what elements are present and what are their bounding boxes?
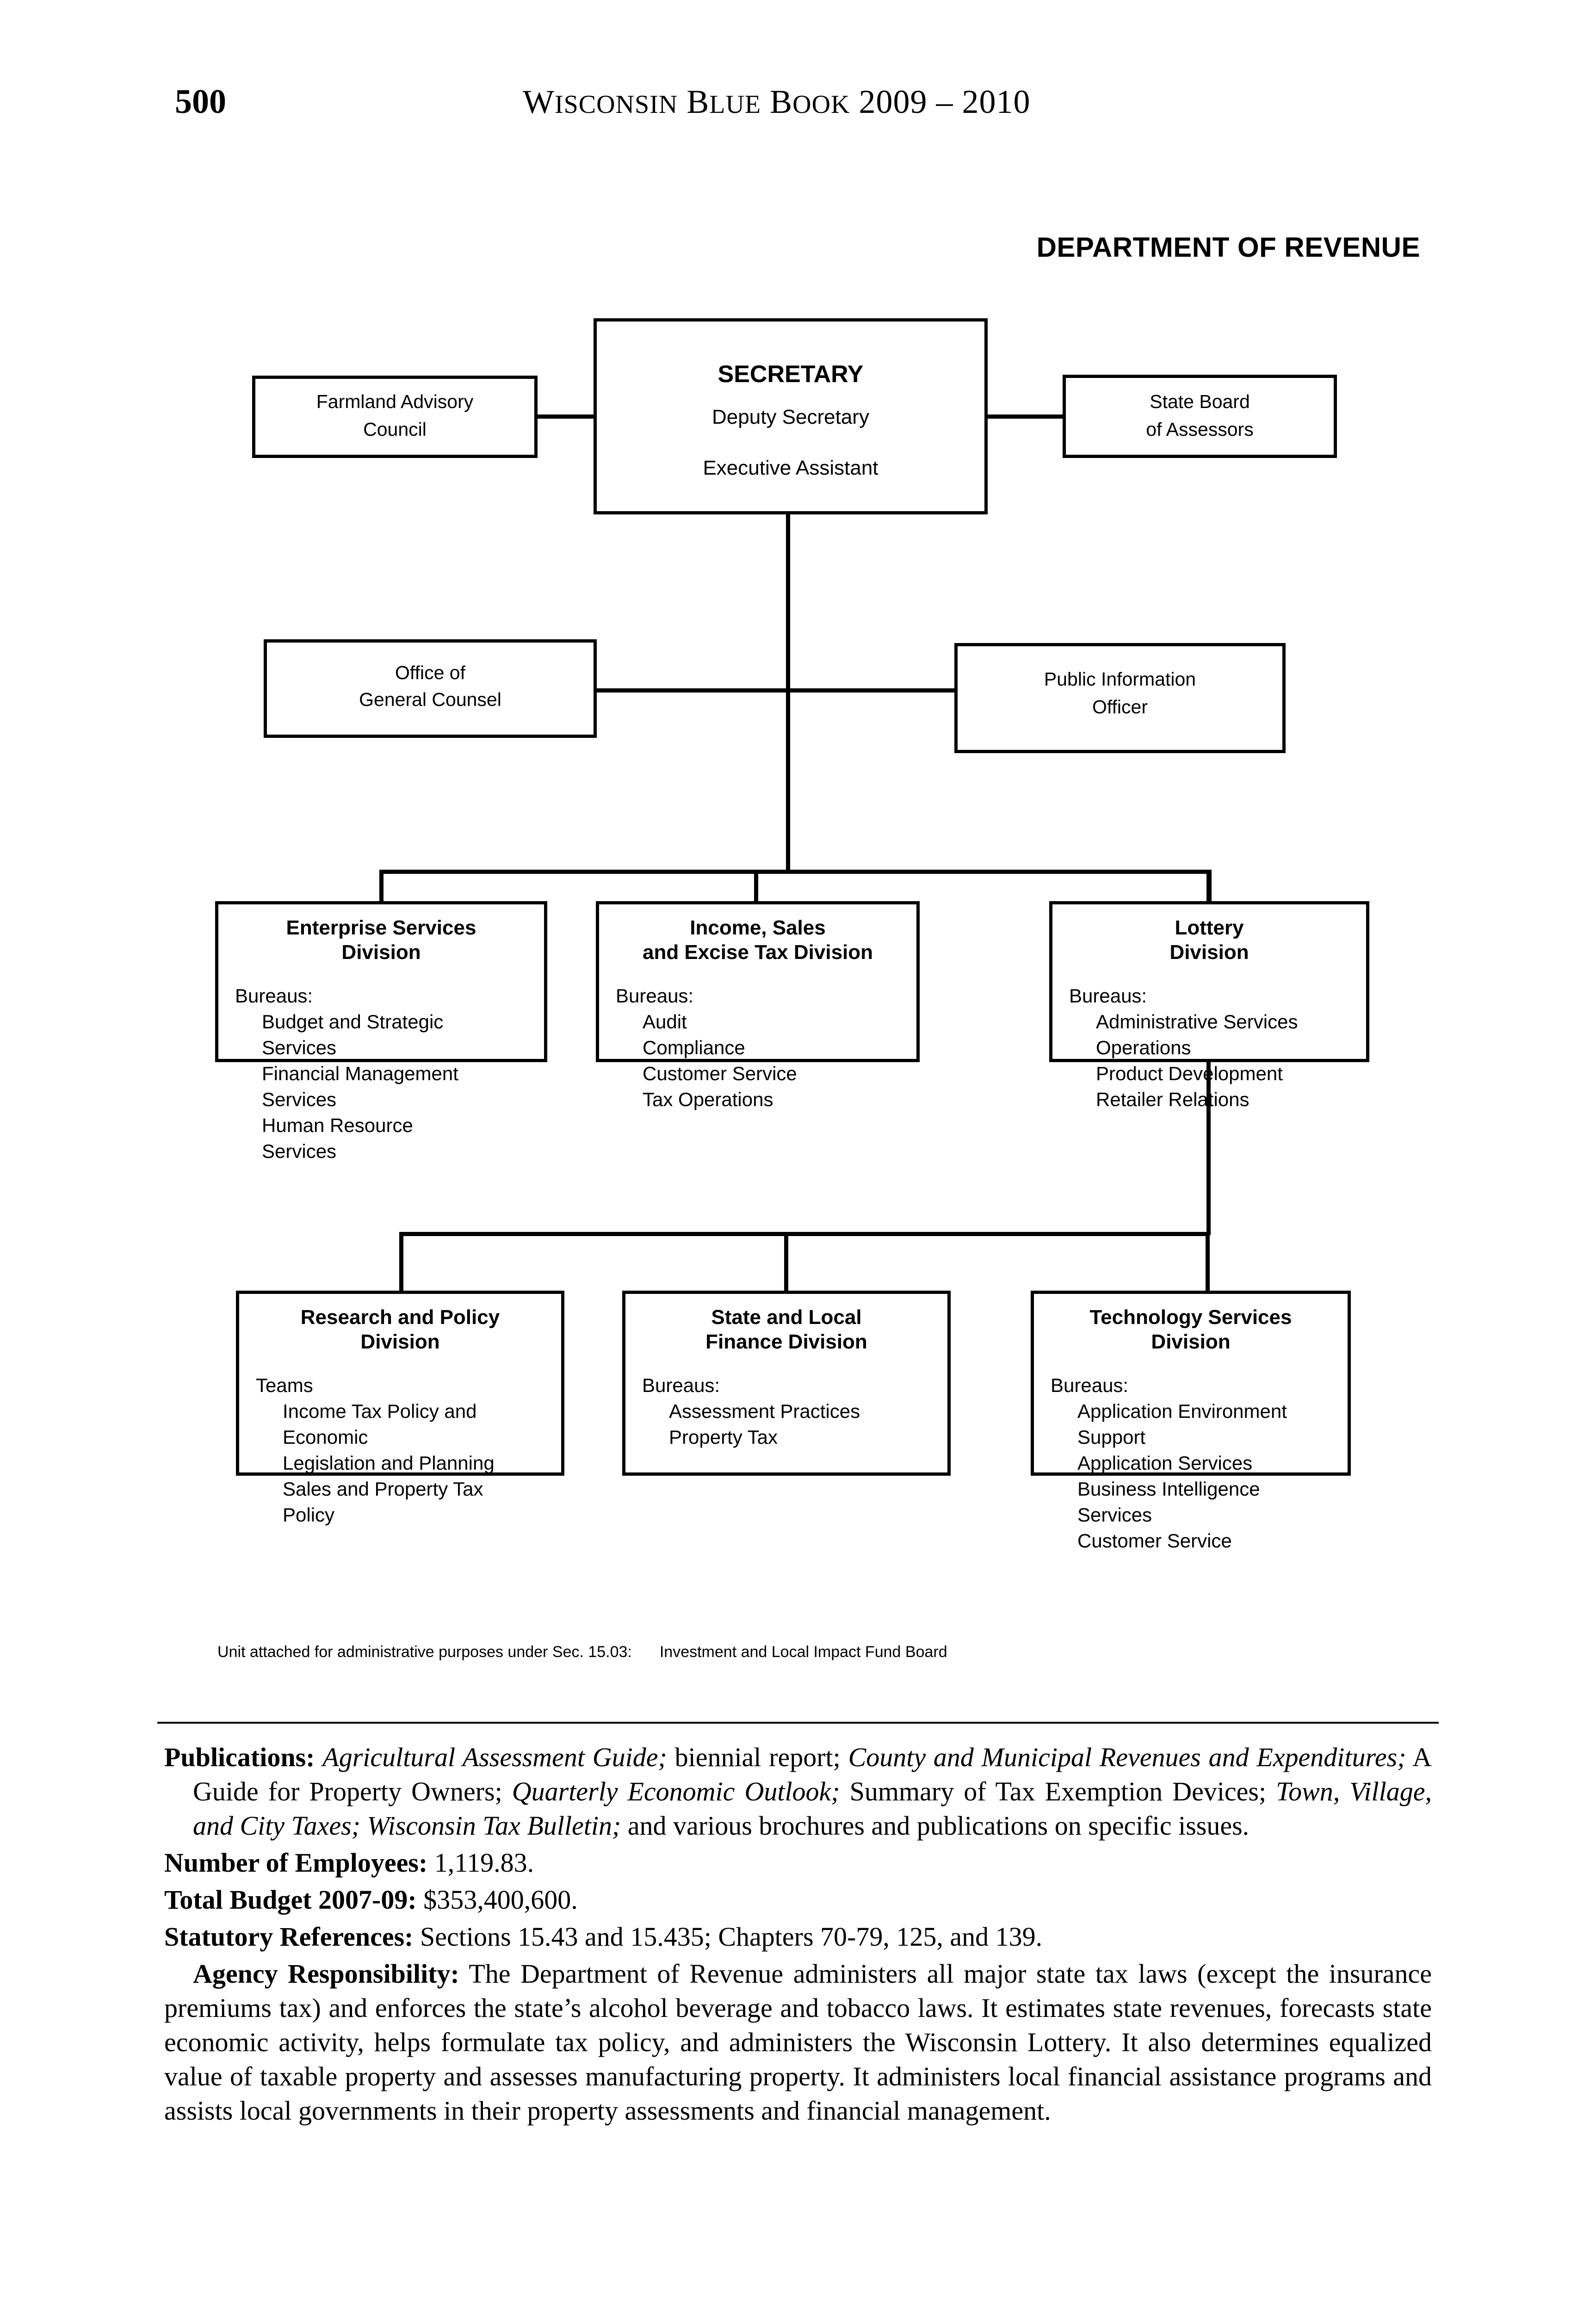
responsibility-value: The Department of Revenue administers al…	[164, 1959, 1432, 2126]
farmland-council-line2: Council	[363, 419, 427, 440]
technology-group-label: Bureaus:	[1051, 1374, 1129, 1396]
general-counsel-line1: Office of	[395, 662, 465, 683]
book-title-text: WISCONSIN BLUE BOOK 2009 – 2010	[523, 83, 1031, 120]
income-group-label: Bureaus:	[616, 985, 694, 1007]
technology-bureau-list: Application Environment Support Applicat…	[1077, 1400, 1287, 1552]
publications-i2: County and Municipal Revenues and Expend…	[848, 1742, 1406, 1772]
chart-footnote: Unit attached for administrative purpose…	[217, 1643, 947, 1661]
deputy-secretary-label: Deputy Secretary	[712, 406, 869, 428]
bus-divisions-bottom	[399, 1232, 1210, 1236]
public-information-line2: Officer	[1092, 696, 1148, 717]
enterprise-group-label: Bureaus:	[235, 985, 313, 1007]
body-divider-rule	[157, 1722, 1439, 1724]
research-group-label: Teams	[256, 1374, 313, 1396]
publications-i1: Agricultural Assessment Guide;	[322, 1742, 667, 1772]
research-team-list: Income Tax Policy and Economic Legislati…	[283, 1400, 495, 1526]
finance-division-title: State and Local Finance Division	[705, 1306, 867, 1353]
organization-chart: DEPARTMENT OF REVENUE SECRETARY Deputy S…	[215, 232, 1420, 1661]
drop-income	[754, 870, 758, 903]
publications-t1	[315, 1742, 323, 1772]
public-information-line1: Public Information	[1044, 668, 1196, 690]
box-public-information-officer[interactable]: Public Information Officer	[954, 643, 1286, 753]
publications-i4: Town, Village, and City Taxes; Wisconsin…	[193, 1776, 1432, 1841]
box-research-and-policy-division[interactable]: Research and Policy Division Teams Incom…	[236, 1291, 564, 1526]
paragraph-budget: Total Budget 2007-09: $353,400,600.	[164, 1883, 1432, 1917]
paragraph-employees: Number of Employees: 1,119.83.	[164, 1846, 1432, 1880]
state-board-line2: of Assessors	[1146, 419, 1254, 440]
body-copy: Publications: Agricultural Assessment Gu…	[164, 1740, 1432, 2131]
page-number: 500	[175, 83, 226, 121]
publications-t4: Summary of Tax Exemption Devices;	[840, 1776, 1276, 1806]
connector-secretary-to-assessors	[985, 414, 1066, 419]
statutory-label: Statutory References:	[164, 1922, 414, 1952]
lottery-division-title: Lottery Division	[1169, 916, 1249, 964]
box-farmland-advisory-council[interactable]: Farmland Advisory Council	[252, 376, 538, 458]
drop-enterprise	[379, 870, 384, 903]
budget-label: Total Budget 2007-09:	[164, 1885, 417, 1915]
paragraph-publications: Publications: Agricultural Assessment Gu…	[164, 1740, 1432, 1843]
publications-label: Publications:	[164, 1742, 315, 1772]
drop-lottery	[1207, 870, 1212, 903]
lottery-group-label: Bureaus:	[1069, 985, 1147, 1007]
research-division-title: Research and Policy Division	[300, 1306, 500, 1353]
publications-i3: Quarterly Economic Outlook;	[512, 1776, 840, 1806]
paragraph-responsibility: Agency Responsibility: The Department of…	[164, 1957, 1432, 2128]
lottery-bureau-list: Administrative Services Operations Produ…	[1096, 1011, 1298, 1110]
enterprise-division-title: Enterprise Services Division	[286, 916, 476, 964]
box-secretary[interactable]: SECRETARY Deputy Secretary Executive Ass…	[594, 318, 988, 514]
box-enterprise-services-division[interactable]: Enterprise Services Division Bureaus: Bu…	[215, 901, 547, 1162]
statutory-value: Sections 15.43 and 15.435; Chapters 70-7…	[413, 1922, 1043, 1952]
general-counsel-line2: General Counsel	[359, 689, 501, 710]
state-board-line1: State Board	[1150, 391, 1250, 412]
box-office-of-general-counsel[interactable]: Office of General Counsel	[264, 639, 597, 738]
enterprise-bureau-list: Budget and Strategic Services Financial …	[262, 1011, 458, 1162]
drop-finance	[784, 1232, 788, 1293]
employees-label: Number of Employees:	[164, 1848, 428, 1878]
connector-counsel-to-spine	[594, 688, 788, 693]
drop-research	[399, 1232, 403, 1293]
connector-spine-to-pio	[786, 688, 957, 693]
technology-division-title: Technology Services Division	[1089, 1306, 1292, 1353]
executive-assistant-label: Executive Assistant	[703, 457, 878, 479]
footnote-label: Unit attached for administrative purpose…	[217, 1643, 632, 1661]
publications-t5: and various brochures and publications o…	[621, 1811, 1250, 1841]
bus-divisions-top	[379, 870, 1210, 874]
income-division-title: Income, Sales and Excise Tax Division	[642, 916, 873, 964]
box-state-and-local-finance-division[interactable]: State and Local Finance Division Bureaus…	[622, 1291, 951, 1476]
responsibility-label: Agency Responsibility:	[193, 1959, 459, 1989]
employees-value: 1,119.83.	[427, 1848, 534, 1878]
paragraph-statutory: Statutory References: Sections 15.43 and…	[164, 1920, 1432, 1954]
finance-group-label: Bureaus:	[642, 1374, 720, 1396]
publications-t3: A Guide for Property Owners;	[193, 1742, 1432, 1806]
box-income-sales-excise-tax-division[interactable]: Income, Sales and Excise Tax Division Bu…	[596, 901, 920, 1110]
drop-technology	[1206, 1232, 1210, 1293]
finance-bureau-list: Assessment Practices Property Tax	[669, 1400, 860, 1448]
farmland-council-line1: Farmland Advisory	[316, 391, 474, 412]
box-technology-services-division[interactable]: Technology Services Division Bureaus: Ap…	[1031, 1291, 1351, 1552]
secretary-title: SECRETARY	[718, 361, 864, 388]
box-lottery-division[interactable]: Lottery Division Bureaus: Administrative…	[1049, 901, 1369, 1110]
running-head: 500 WISCONSIN BLUE BOOK 2009 – 2010	[0, 81, 1596, 123]
department-title: DEPARTMENT OF REVENUE	[1036, 232, 1420, 263]
book-title: WISCONSIN BLUE BOOK 2009 – 2010	[523, 81, 1030, 125]
income-bureau-list: Audit Compliance Customer Service Tax Op…	[643, 1011, 797, 1110]
connector-farmland-to-secretary	[534, 414, 597, 419]
publications-t2: biennial report;	[667, 1742, 848, 1772]
budget-value: $353,400,600.	[416, 1885, 578, 1915]
footnote-value: Investment and Local Impact Fund Board	[659, 1643, 947, 1661]
box-state-board-of-assessors[interactable]: State Board of Assessors	[1063, 375, 1337, 458]
